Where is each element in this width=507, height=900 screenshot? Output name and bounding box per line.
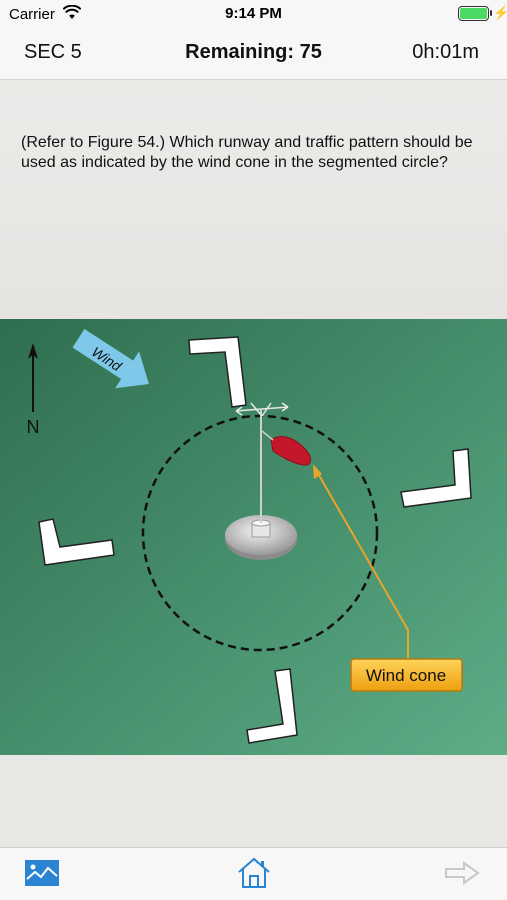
wind-cone: [270, 436, 311, 466]
wind-indicator-base: [225, 515, 297, 560]
question-area: (Refer to Figure 54.) Which runway and t…: [0, 81, 507, 319]
north-arrow-icon: [28, 343, 38, 412]
charging-bolt-icon: ⚡: [493, 5, 507, 20]
view-image-button[interactable]: [22, 858, 62, 892]
next-arrow-icon: [444, 860, 480, 890]
status-time: 9:14 PM: [225, 5, 282, 22]
section-label: SEC 5: [24, 41, 82, 63]
battery-tip: [490, 10, 492, 16]
next-question-button[interactable]: [442, 858, 482, 892]
traffic-indicator-east: [400, 448, 472, 508]
carrier-label: Carrier: [9, 6, 55, 23]
elapsed-timer: 0h:01m: [412, 41, 479, 63]
traffic-indicator-west: [38, 518, 115, 566]
remaining-count: Remaining: 75: [185, 41, 322, 63]
north-label: N: [27, 417, 40, 437]
wind-cone-label-box: [350, 658, 463, 692]
wind-cone-label: Wind cone: [366, 666, 446, 685]
battery-icon: [458, 6, 489, 21]
content-lower-area: [0, 755, 507, 847]
wifi-icon: [62, 4, 82, 26]
nav-bar: SEC 5 Remaining: 75 0h:01m: [0, 28, 507, 80]
traffic-indicator-north: [188, 336, 247, 408]
status-bar: Carrier 9:14 PM ⚡: [0, 0, 507, 28]
wind-direction-arrow: [72, 328, 149, 389]
tab-bar: [0, 847, 507, 900]
home-icon: [236, 857, 272, 894]
wind-vane: [235, 402, 289, 417]
traffic-indicator-south: [246, 668, 298, 744]
home-button[interactable]: [234, 857, 274, 894]
wind-cone-callout-line: [313, 464, 409, 661]
question-text: (Refer to Figure 54.) Which runway and t…: [21, 134, 473, 171]
segmented-circle-figure[interactable]: N Wind: [0, 319, 507, 755]
image-icon: [24, 859, 60, 892]
